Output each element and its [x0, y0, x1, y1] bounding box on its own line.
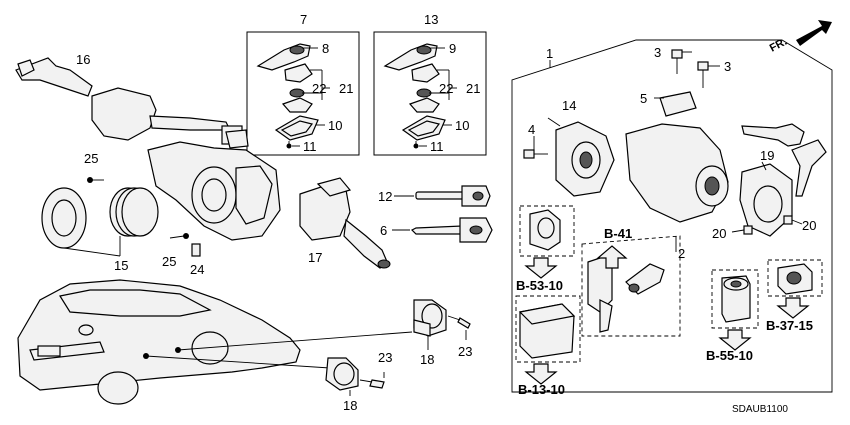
ref-b41: B-41 [604, 226, 632, 241]
down-arrow-icon [524, 257, 558, 279]
ref-box-b3715 [767, 259, 823, 297]
callout-16: 16 [76, 52, 90, 67]
callout-19: 19 [760, 148, 774, 163]
front-arrow-icon [796, 20, 832, 46]
callout-24: 24 [190, 262, 204, 277]
callout-22: 22 [439, 81, 453, 96]
callout-17: 17 [308, 250, 322, 265]
callout-10: 10 [455, 118, 469, 133]
callout-23: 23 [458, 344, 472, 359]
key-6 [410, 217, 493, 243]
assembly-frame-1 [511, 39, 833, 393]
callout-13: 13 [424, 12, 438, 27]
ignition-switch-14 [555, 121, 615, 197]
keys-in-cylinder [741, 123, 827, 197]
lock-cylinder-parts [587, 255, 665, 333]
callout-23: 23 [378, 350, 392, 365]
callout-18: 18 [343, 398, 357, 413]
ref-b3715: B-37-15 [766, 318, 813, 333]
callout-6: 6 [380, 223, 387, 238]
callout-15: 15 [114, 258, 128, 273]
up-arrow-icon [596, 245, 628, 269]
callout-25: 25 [84, 151, 98, 166]
cable-reel-rings [41, 187, 159, 249]
ref-b1310: B-13-10 [518, 382, 565, 397]
door-cylinder-lower-18 [325, 357, 359, 391]
callout-labels: 1 2 3 3 4 5 6 7 8 9 10 10 11 11 12 13 14… [76, 12, 816, 413]
callout-11: 11 [303, 139, 317, 154]
key-box-7 [246, 31, 360, 156]
callout-25: 25 [162, 254, 176, 269]
down-arrow-icon [776, 297, 810, 319]
ref-b5510: B-55-10 [706, 348, 753, 363]
callout-3: 3 [724, 59, 731, 74]
down-arrow-icon [718, 329, 752, 351]
key-box-13 [373, 31, 487, 156]
callout-12: 12 [378, 189, 392, 204]
callout-20: 20 [802, 218, 816, 233]
callout-1: 1 [546, 46, 553, 61]
callout-21: 21 [466, 81, 480, 96]
steering-lock-housing [625, 91, 729, 223]
callout-5: 5 [640, 91, 647, 106]
callout-10: 10 [328, 118, 342, 133]
key-assembly-13 [383, 43, 446, 149]
reference-labels: B-41 B-53-10 B-13-10 B-55-10 B-37-15 [516, 226, 813, 397]
key-cylinder-19 [739, 163, 793, 237]
ref-b5310: B-53-10 [516, 278, 563, 293]
callout-20: 20 [712, 226, 726, 241]
door-cylinder-upper-18 [413, 299, 447, 337]
callout-22: 22 [312, 81, 326, 96]
callout-3: 3 [654, 45, 661, 60]
combination-switch-16 [15, 57, 249, 149]
key-assembly-7 [256, 43, 319, 149]
callout-14: 14 [562, 98, 576, 113]
key-12 [415, 185, 491, 207]
diagram-code: SDAUB1100 [732, 404, 788, 415]
callout-11: 11 [430, 139, 444, 154]
down-arrow-icon [524, 363, 558, 385]
ref-box-b5310 [519, 205, 575, 257]
sub-box-2 [581, 235, 681, 337]
callout-21: 21 [339, 81, 353, 96]
callout-9: 9 [449, 41, 456, 56]
fr-label: FR. [768, 36, 789, 55]
wiper-switch-17 [299, 177, 391, 269]
callout-18: 18 [420, 352, 434, 367]
callout-2: 2 [678, 246, 685, 261]
ref-box-b1310 [515, 295, 581, 363]
callout-4: 4 [528, 122, 535, 137]
callout-8: 8 [322, 41, 329, 56]
ref-box-b5510 [711, 269, 759, 329]
front-direction-arrow: FR. [768, 20, 832, 55]
callout-7: 7 [300, 12, 307, 27]
car-silhouette [17, 279, 301, 405]
steering-column-housing [147, 141, 281, 241]
